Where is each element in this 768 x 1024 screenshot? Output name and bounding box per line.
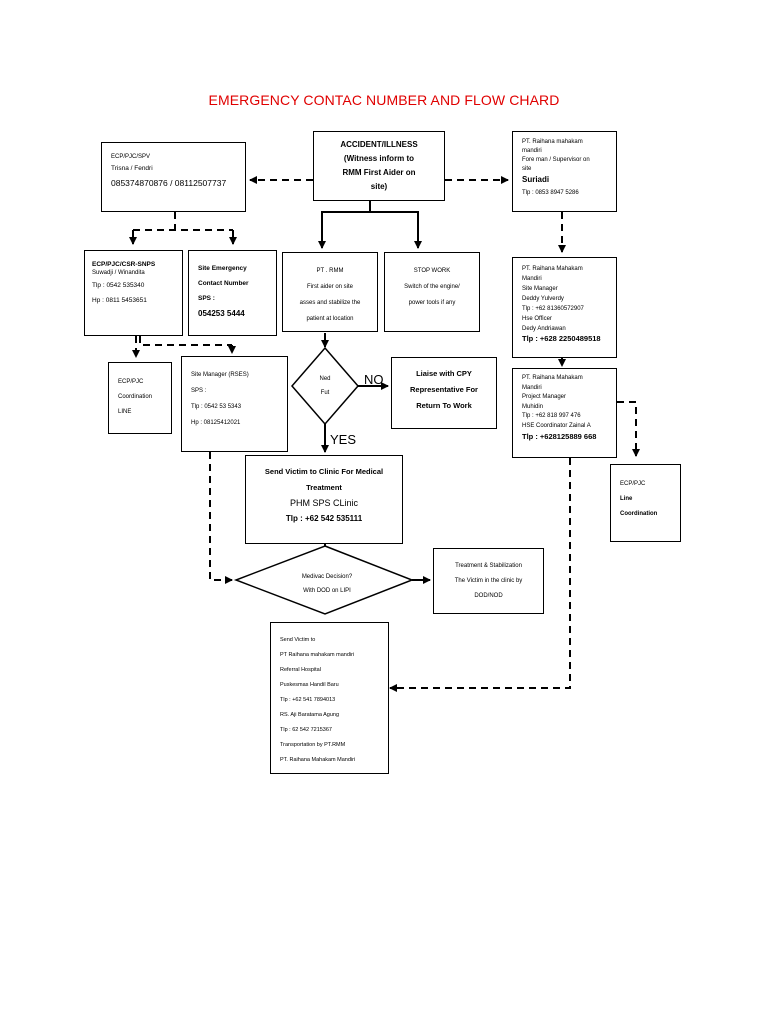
site-emergency-box: Site Emergency Contact Number SPS : 0542…: [188, 250, 277, 336]
decision-text: Ned Fut: [319, 376, 331, 396]
ecp-csr-box: ECP/PJC/CSR-SNPS Suwadji / Winandita Tlp…: [84, 250, 183, 336]
clinic-box: Send Victim to Clinic For Medical Treatm…: [245, 455, 403, 544]
accident-illness-box: ACCIDENT/ILLNESS (Witness inform to RMM …: [313, 131, 445, 201]
liaise-box: Liaise with CPY Representative For Retur…: [391, 357, 497, 429]
stop-work-box: STOP WORK Switch of the engine/ power to…: [384, 252, 480, 332]
site-manager-rses-box: Site Manager (RSES) SPS : Tlp : 0542 53 …: [181, 356, 288, 452]
rmm-site-manager-box: PT. Raihana Mahakam Mandiri Site Manager…: [512, 257, 617, 358]
pt-rmm-first-aider-box: PT . RMM First aider on site asses and s…: [282, 252, 378, 332]
treatment-box: Treatment & Stabilization The Victim in …: [433, 548, 544, 614]
ecp-coordination-box: ECP/PJC Coordination LINE: [108, 362, 172, 434]
ecp-line-coordination-box: ECP/PJC Line Coordination: [610, 464, 681, 542]
page-title: EMERGENCY CONTAC NUMBER AND FLOW CHARD: [208, 92, 560, 108]
referral-hospital-box: Send Victim to PT Raihana mahakam mandir…: [270, 622, 389, 774]
medivac-diamond: [233, 545, 415, 615]
rmm-project-manager-box: PT. Raihana Mahakam Mandiri Project Mana…: [512, 368, 617, 458]
no-label: NO: [364, 372, 384, 387]
ecp-spv-box: ECP/PJC/SPV Trisna / Fendri 085374870876…: [101, 142, 246, 212]
yes-label: YES: [330, 432, 357, 447]
decision-diamond: [291, 346, 359, 426]
rmm-foreman-box: PT. Raihana mahakam mandiri Fore man / S…: [512, 131, 617, 212]
medivac-text: Medivac Decision? With DOD on LIPI: [301, 574, 353, 592]
